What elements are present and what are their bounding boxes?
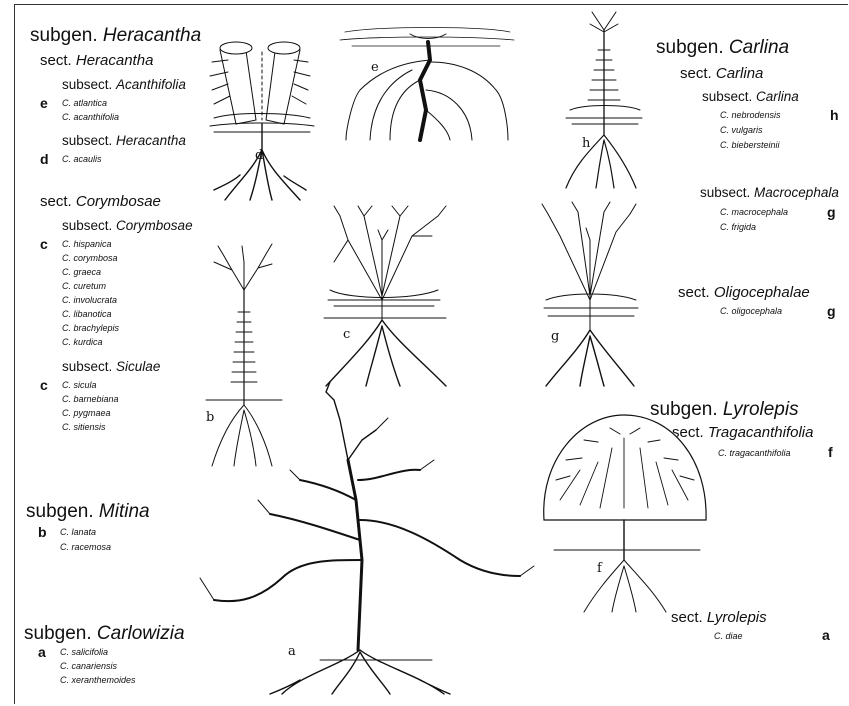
plant-label-b: b — [206, 410, 214, 425]
plant-b-drawing — [206, 244, 282, 466]
plant-a-drawing — [200, 382, 534, 694]
plant-g-drawing — [542, 202, 638, 386]
plant-f-drawing — [544, 415, 706, 612]
plant-c-drawing — [324, 206, 446, 386]
plant-label-g: g — [551, 329, 559, 344]
plant-label-f: f — [597, 561, 603, 576]
plant-d-drawing — [210, 42, 314, 200]
plant-label-h: h — [582, 136, 591, 151]
plant-label-d: d — [255, 148, 263, 163]
plant-e-drawing — [340, 28, 514, 141]
plant-label-a: a — [288, 644, 296, 659]
plant-label-e: e — [371, 60, 379, 75]
plant-h-drawing — [566, 12, 642, 188]
plant-label-c: c — [343, 327, 350, 342]
plant-labels: d e h b c g f a — [206, 60, 603, 659]
